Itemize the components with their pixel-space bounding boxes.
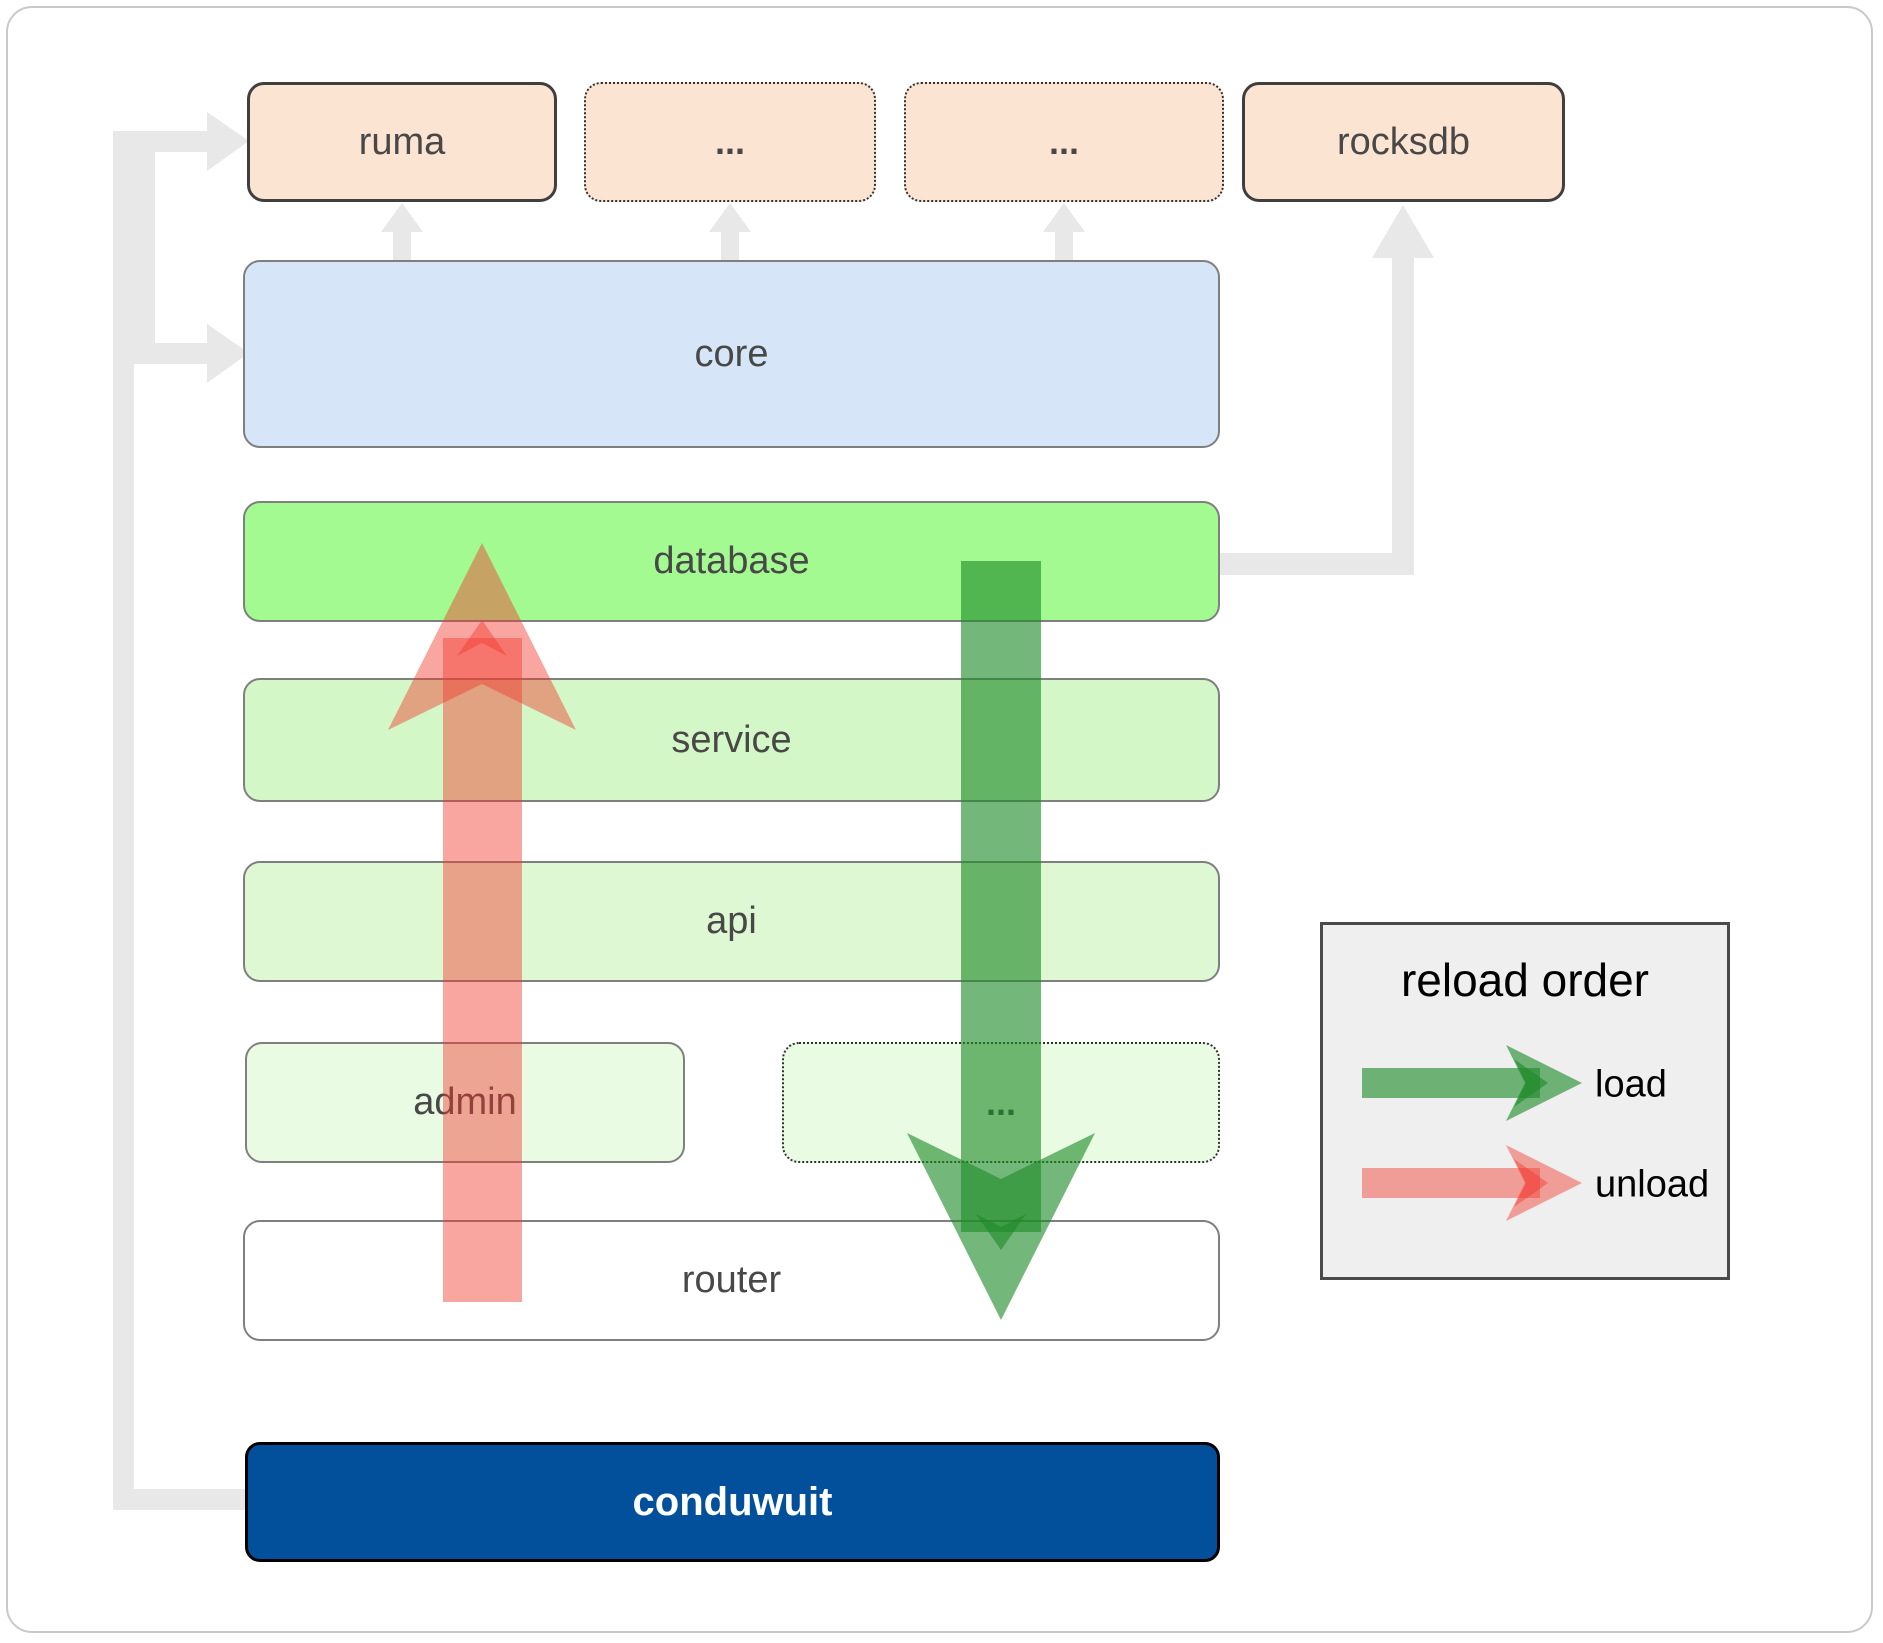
node-dependency-more-1-label: ... — [714, 121, 745, 162]
node-ruma-label: ruma — [358, 120, 446, 163]
connector-vertical-secondary — [134, 141, 155, 364]
node-rocksdb-label: rocksdb — [1336, 120, 1471, 163]
node-service-more-label: ... — [985, 1081, 1016, 1123]
node-admin-label: admin — [413, 1081, 517, 1123]
node-ruma: ruma — [247, 82, 557, 202]
node-admin: admin — [245, 1042, 685, 1163]
database-to-rocksdb-connector — [1220, 205, 1434, 575]
conduwuit-to-ruma-core-connector — [113, 112, 249, 1510]
legend-unload-label: unload — [1595, 1163, 1710, 1206]
db-rocksdb-arrowhead-icon — [1372, 205, 1434, 258]
core-to-dep2-arrow — [1055, 228, 1073, 262]
node-conduwuit-label: conduwuit — [632, 1479, 833, 1524]
node-dependency-more-2: ... — [904, 82, 1224, 202]
connector-core-arrowhead-icon — [207, 324, 249, 383]
node-service-more: ... — [782, 1042, 1220, 1163]
core-to-deps-arrows — [381, 203, 1085, 262]
db-rocksdb-horizontal — [1220, 553, 1414, 575]
node-service-label: service — [671, 718, 792, 761]
core-to-ruma-arrow — [393, 228, 411, 262]
node-conduwuit: conduwuit — [245, 1442, 1220, 1562]
core-to-dep2-arrowhead-icon — [1043, 203, 1085, 232]
node-api-label: api — [706, 900, 757, 942]
connector-ruma-horizontal — [113, 131, 207, 152]
node-api: api — [243, 861, 1220, 982]
node-core: core — [243, 260, 1220, 448]
diagram-outer-frame — [6, 6, 1873, 1633]
node-database: database — [243, 501, 1220, 622]
node-core-label: core — [694, 332, 769, 375]
node-router: router — [243, 1220, 1220, 1341]
connector-ruma-arrowhead-icon — [207, 112, 249, 171]
core-to-ruma-arrowhead-icon — [381, 203, 423, 232]
connector-bottom-horizontal — [113, 1489, 245, 1510]
core-to-dep1-arrowhead-icon — [709, 203, 751, 232]
db-rocksdb-vertical — [1392, 253, 1414, 575]
connector-core-horizontal — [134, 343, 207, 364]
node-rocksdb: rocksdb — [1242, 82, 1565, 202]
legend: reload order load unload — [1320, 922, 1730, 1280]
node-service: service — [243, 678, 1220, 802]
node-dependency-more-2-label: ... — [1048, 121, 1079, 162]
legend-load-label: load — [1595, 1063, 1667, 1106]
node-database-label: database — [653, 540, 810, 582]
node-dependency-more-1: ... — [584, 82, 876, 202]
core-to-dep1-arrow — [721, 228, 739, 262]
connector-vertical-main — [113, 131, 134, 1510]
node-router-label: router — [681, 1259, 782, 1301]
legend-title: reload order — [1400, 954, 1650, 1006]
